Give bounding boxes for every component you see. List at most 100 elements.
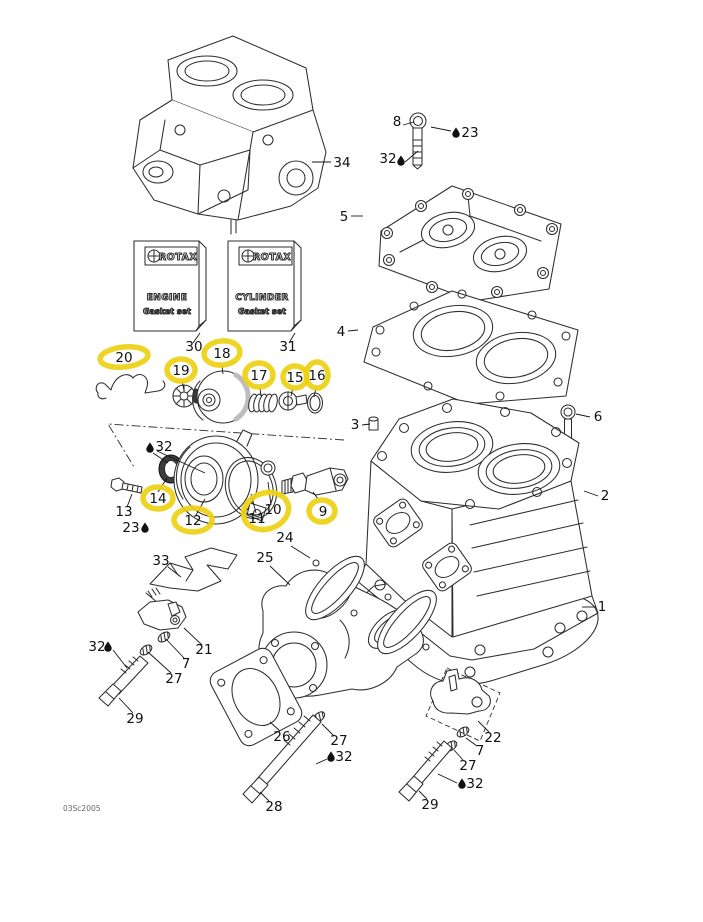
callout-2: 2: [601, 488, 610, 504]
highlight-11-10: [240, 489, 292, 533]
oil-droplet-icon: [458, 778, 466, 789]
kit-subtitle-label: Gasket set: [143, 307, 191, 316]
gasket-kit-engine-30: ROTAX ENGINE Gasket set: [133, 240, 207, 332]
thermostat-valve-15: [278, 391, 308, 411]
callout-16: 16: [308, 368, 325, 384]
callout-26: 26: [273, 729, 290, 745]
callout-27-center: 27: [330, 733, 347, 749]
retaining-wire-20: [95, 374, 166, 400]
highlight-ellipses: [97, 338, 338, 535]
callout-4: 4: [337, 324, 346, 340]
callout-12: 12: [184, 513, 201, 529]
o-ring-16: [306, 392, 324, 414]
drawing-code: 03Sc2005: [63, 804, 101, 813]
bolt-29-left: [98, 655, 149, 707]
callout-11: 11: [248, 511, 265, 527]
gasket-kit-cylinder-31: ROTAX CYLINDER Gasket set: [227, 240, 302, 332]
head-gasket-4: [363, 289, 579, 405]
callout-8: 8: [393, 114, 402, 130]
exhaust-flange-upper: [373, 498, 423, 548]
exhaust-flange-lower: [422, 542, 472, 592]
bolt-28: [242, 714, 322, 804]
exhaust-port-gasket-24b: [377, 589, 437, 655]
callout-33: 33: [152, 553, 169, 569]
callout-23-top: 23: [461, 125, 478, 141]
callout-21: 21: [195, 642, 212, 658]
oil-droplet-icon: [452, 127, 460, 138]
callout-10: 10: [264, 502, 281, 518]
highlight-14: [140, 484, 176, 512]
callout-27-left: 27: [165, 671, 182, 687]
thermostat-cap-18: [192, 370, 251, 424]
callout-29-left: 29: [126, 711, 143, 727]
callout-5: 5: [340, 209, 349, 225]
engine-assembly-illustration: [132, 35, 327, 235]
oil-droplet-icon: [146, 442, 154, 453]
callout-34: 34: [333, 155, 350, 171]
highlight-20: [97, 343, 151, 371]
highlight-19: [164, 356, 198, 384]
o-ring-10: [260, 460, 276, 476]
oil-droplet-icon: [397, 155, 405, 166]
oil-droplet-icon: [327, 751, 335, 762]
flange-gasket-26: [209, 647, 303, 747]
callout-32-right: 32: [466, 776, 483, 792]
heat-shield-33: [149, 547, 238, 592]
o-ring-11: [224, 456, 278, 520]
kit-subtitle-label: Gasket set: [238, 307, 286, 316]
thermostat-housing-12: [173, 429, 267, 525]
callout-7-left: 7: [182, 656, 191, 672]
highlight-17: [242, 360, 276, 390]
oil-droplet-icon: [141, 522, 149, 533]
temperature-sensor-9: [281, 467, 349, 496]
callout-32-left: 32: [88, 639, 105, 655]
callout-27-right: 27: [459, 758, 476, 774]
callout-17: 17: [250, 368, 267, 384]
bolt-29-right: [398, 740, 453, 802]
callout-24: 24: [276, 530, 293, 546]
callout-9: 9: [319, 504, 328, 520]
cylinder-2: [355, 398, 599, 661]
callout-32-center: 32: [335, 749, 352, 765]
callout-labels: 34 8 23 32 5 4 30 31 20 19 18 17 15 16 3…: [88, 114, 609, 815]
callout-22: 22: [484, 730, 501, 746]
bracket-21: [137, 587, 187, 631]
cover-bolt-bosses: [380, 187, 559, 299]
callout-29-right: 29: [421, 797, 438, 813]
bolt-13: [110, 477, 143, 494]
callout-18: 18: [213, 346, 230, 362]
leader-lines: [112, 121, 599, 802]
callout-15: 15: [286, 370, 303, 386]
highlight-18: [201, 338, 243, 368]
callout-1: 1: [598, 599, 607, 615]
callout-19: 19: [172, 363, 189, 379]
spring-washer-7-right: [454, 724, 472, 740]
callout-25: 25: [256, 550, 273, 566]
bracket-22: [430, 668, 491, 715]
kit-brand-label: ROTAX: [253, 252, 291, 263]
callout-3: 3: [351, 417, 360, 433]
kit-title-label: CYLINDER: [235, 293, 289, 303]
callout-14: 14: [149, 491, 166, 507]
callout-20: 20: [115, 350, 132, 366]
callout-32-top: 32: [379, 151, 396, 167]
callout-28: 28: [265, 799, 282, 815]
callout-30: 30: [185, 339, 202, 355]
kit-title-label: ENGINE: [147, 293, 188, 303]
callout-32-mid: 32: [155, 439, 172, 455]
highlight-16: [303, 359, 331, 391]
highlight-12: [171, 505, 215, 535]
thermostat-spring-17: [248, 393, 278, 413]
bolt-8: [409, 112, 427, 170]
kit-brand-label: ROTAX: [159, 252, 197, 263]
callout-31: 31: [279, 339, 296, 355]
callout-13: 13: [115, 504, 132, 520]
exhaust-port-gasket-24a: [305, 555, 365, 621]
plug-3: [368, 416, 379, 431]
callout-23-mid: 23: [122, 520, 139, 536]
cylinder-head-cover-5: [378, 185, 562, 302]
callout-6: 6: [594, 409, 603, 425]
callout-7-right: 7: [476, 743, 485, 759]
